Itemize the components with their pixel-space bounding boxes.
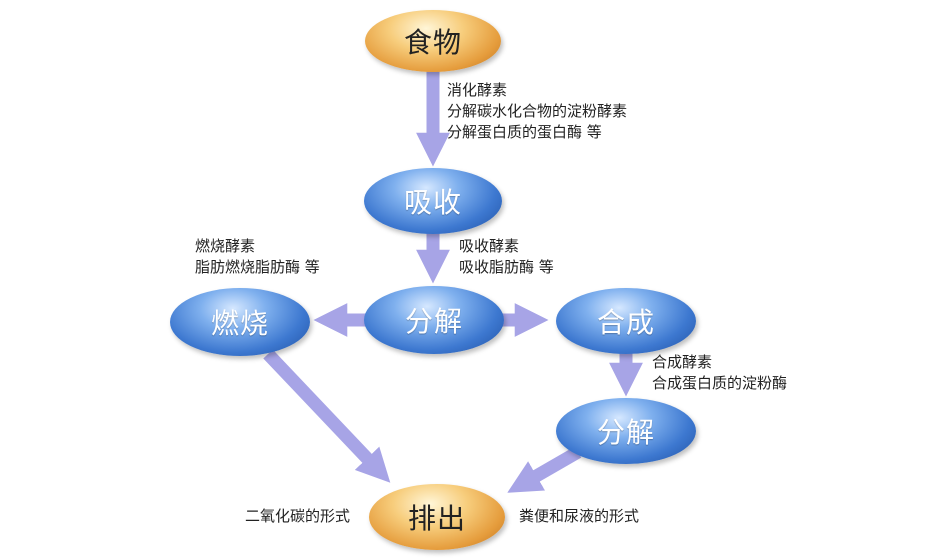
node-synthesize-label: 合成: [596, 306, 655, 339]
node-absorb-label: 吸收: [403, 186, 462, 219]
note-burn-line-1: 脂肪燃烧脂肪酶 等: [195, 258, 320, 276]
node-absorb: 吸收: [364, 168, 502, 234]
note-digest-enzymes: 消化酵素 分解碳水化合物的淀粉酵素 分解蛋白质的蛋白酶 等: [447, 80, 627, 143]
arrow-decompose-to-excrete: [507, 446, 582, 493]
node-burn: 燃烧: [170, 288, 310, 356]
note-digest-title: 消化酵素: [447, 81, 508, 99]
note-waste-form: 粪便和尿液的形式: [519, 507, 640, 525]
note-co2-form: 二氧化碳的形式: [245, 507, 351, 525]
node-excrete-label: 排出: [407, 502, 466, 535]
note-synth-line-1: 合成蛋白质的淀粉酶: [652, 374, 788, 392]
note-digest-line-1: 分解碳水化合物的淀粉酵素: [447, 102, 628, 120]
note-synth-title: 合成酵素: [652, 353, 713, 371]
note-burn-title: 燃烧酵素: [195, 237, 256, 255]
node-burn-label: 燃烧: [210, 307, 269, 340]
node-decompose-lower: 分解: [556, 398, 696, 464]
note-burn-enzymes: 燃烧酵素 脂肪燃烧脂肪酶 等: [195, 236, 320, 278]
node-decompose-center: 分解: [364, 286, 504, 354]
note-absorb-enzymes: 吸收酵素 吸收脂肪酶 等: [459, 236, 554, 278]
note-absorb-line-1: 吸收脂肪酶 等: [459, 258, 554, 276]
arrow-burn-to-excrete: [263, 349, 391, 483]
note-synth-enzymes: 合成酵素 合成蛋白质的淀粉酶: [652, 352, 787, 394]
node-synthesize: 合成: [556, 288, 696, 354]
note-digest-line-2: 分解蛋白质的蛋白酶 等: [447, 123, 602, 141]
node-decompose-center-label: 分解: [404, 305, 463, 338]
note-absorb-title: 吸收酵素: [459, 237, 520, 255]
node-decompose-lower-label: 分解: [596, 416, 655, 449]
node-excrete: 排出: [369, 484, 505, 550]
node-food: 食物: [365, 10, 501, 72]
node-food-label: 食物: [403, 26, 462, 59]
